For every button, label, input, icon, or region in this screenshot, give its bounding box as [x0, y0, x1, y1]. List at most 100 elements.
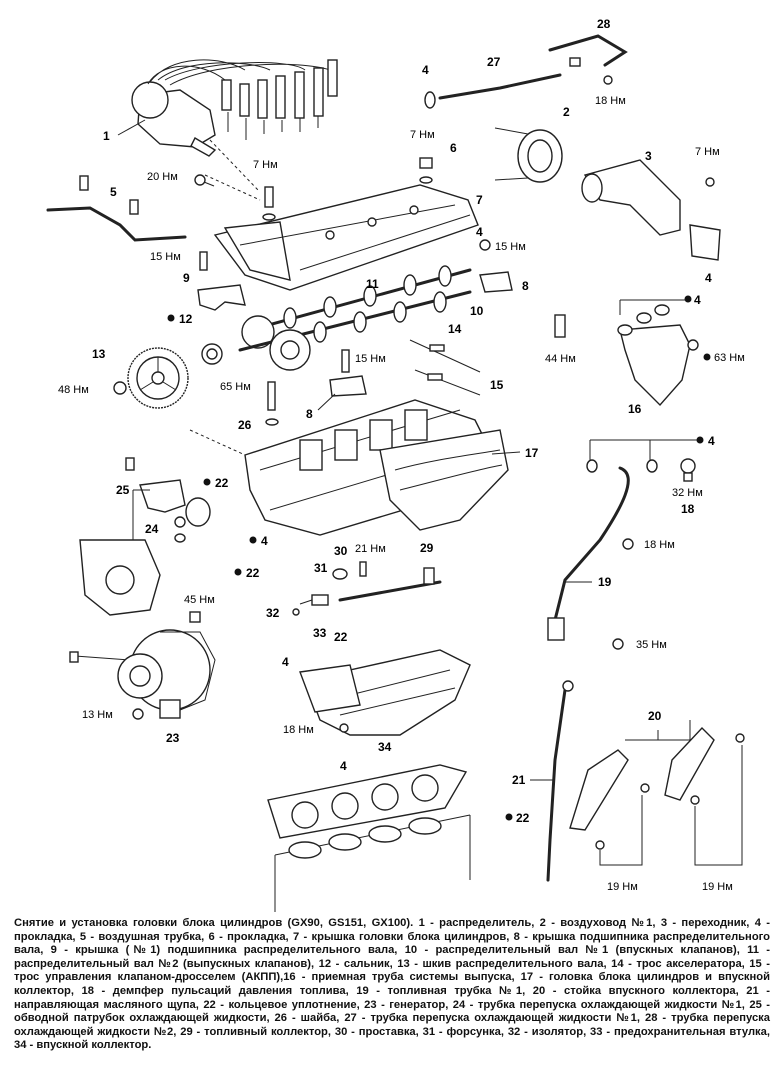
label-16: 16 — [628, 402, 642, 416]
bolt-7nm-a — [262, 186, 276, 221]
label-4-cover: 4 — [476, 225, 483, 239]
air-duct — [494, 127, 563, 183]
label-14: 14 — [448, 322, 462, 336]
torque-15nm-b: 15 Нм — [150, 251, 181, 263]
throttle-valve-cable — [414, 369, 481, 396]
camshaft-2 — [241, 265, 472, 349]
torque-48nm: 48 Нм — [58, 384, 89, 396]
bolt-65nm — [265, 381, 279, 426]
fuel-rail — [338, 567, 442, 602]
label-27: 27 — [487, 55, 501, 69]
bolt-top-25 — [125, 457, 135, 471]
marker-22-d — [505, 813, 513, 821]
cylinder-block — [274, 814, 471, 912]
label-32: 32 — [266, 606, 280, 620]
label-3: 3 — [645, 149, 652, 163]
camshaft-bearing-cap-9 — [197, 284, 246, 311]
intake-manifold — [299, 649, 471, 736]
torque-7nm-c: 7 Нм — [695, 146, 720, 158]
label-8-bottom: 8 — [306, 407, 313, 421]
label-4-manifold: 4 — [282, 655, 289, 669]
bolt-18nm-b — [622, 538, 634, 550]
label-12: 12 — [179, 312, 193, 326]
label-8-top: 8 — [522, 279, 529, 293]
fuel-pressure-damper — [680, 458, 696, 482]
label-6: 6 — [450, 141, 457, 155]
marker-22-a — [203, 478, 211, 486]
gasket-4-adapter — [689, 224, 721, 261]
torque-20nm: 20 Нм — [147, 171, 178, 183]
camshaft-bearing-cap-8a — [479, 271, 513, 293]
label-22-c: 22 — [334, 630, 348, 644]
label-17: 17 — [525, 446, 539, 460]
marker-63nm — [703, 353, 711, 361]
bolt-45nm — [189, 611, 201, 623]
label-19: 19 — [598, 575, 612, 589]
label-22-d: 22 — [516, 811, 530, 825]
label-13: 13 — [92, 347, 106, 361]
adapter-3 — [581, 159, 681, 236]
figure-caption: Снятие и установка головки блока цилиндр… — [14, 917, 770, 1052]
label-2: 2 — [563, 105, 570, 119]
distributor — [131, 59, 338, 157]
label-22-b: 22 — [246, 566, 260, 580]
marker-4-bypass — [249, 536, 257, 544]
marker-4-fuel — [696, 436, 704, 444]
intake-manifold-stay-b — [664, 726, 715, 801]
torque-45nm: 45 Нм — [184, 594, 215, 606]
marker-22-b — [234, 568, 242, 576]
bypass-tube-24 — [174, 497, 211, 543]
label-18: 18 — [681, 502, 695, 516]
label-29: 29 — [420, 541, 434, 555]
bolt-13nm — [132, 708, 144, 720]
nut-63nm — [687, 339, 699, 351]
bolt-48nm — [113, 381, 127, 395]
camshaft-bearing-cap-8b — [329, 375, 367, 397]
torque-18nm-b: 18 Нм — [644, 539, 675, 551]
label-23: 23 — [166, 731, 180, 745]
bolt-15nm-b — [199, 251, 208, 271]
label-24: 24 — [145, 522, 159, 536]
cylinder-head-cover — [213, 184, 479, 291]
bolt-20nm — [194, 174, 215, 187]
label-15: 15 — [490, 378, 504, 392]
label-33: 33 — [313, 626, 327, 640]
label-22-a: 22 — [215, 476, 229, 490]
label-10: 10 — [470, 304, 484, 318]
label-26: 26 — [238, 418, 252, 432]
torque-19nm-a: 19 Нм — [607, 881, 638, 893]
bolt-7nm-c — [705, 177, 715, 187]
spacer-30 — [332, 568, 348, 580]
label-5: 5 — [110, 185, 117, 199]
camshaft-pulley — [127, 347, 189, 409]
torque-35nm: 35 Нм — [636, 639, 667, 651]
bolt-18nm-c — [339, 723, 349, 733]
torque-15nm-c: 15 Нм — [355, 353, 386, 365]
bolt-44nm — [554, 314, 566, 338]
label-28: 28 — [597, 17, 611, 31]
camshaft-1 — [238, 290, 472, 371]
label-7: 7 — [476, 193, 483, 207]
marker-4-exhaust — [684, 295, 692, 303]
label-9: 9 — [183, 271, 190, 285]
oil-dipstick-guide — [546, 680, 574, 882]
label-4-gasket: 4 — [340, 759, 347, 773]
coolant-bypass-outlet — [79, 479, 186, 616]
accelerator-cable — [409, 339, 481, 373]
torque-32nm: 32 Нм — [672, 487, 703, 499]
exploded-view-diagram: 1 20 Нм 5 7 7 Нм 7 Нм 6 4 15 Нм 15 Нм 9 … — [46, 17, 745, 912]
stay-bolts — [595, 733, 745, 850]
torque-21nm: 21 Нм — [355, 543, 386, 555]
bolt-35nm — [612, 638, 624, 650]
bolt-15nm-c — [341, 349, 350, 373]
intake-manifold-stay-a — [569, 749, 629, 831]
label-20: 20 — [648, 709, 662, 723]
cylinder-head-gasket — [267, 764, 468, 839]
label-1: 1 — [103, 129, 110, 143]
torque-65nm: 65 Нм — [220, 381, 251, 393]
bolt-18nm-a — [603, 75, 613, 85]
marker-12 — [167, 314, 175, 322]
cylinder-head — [244, 399, 509, 536]
torque-15nm-a: 15 Нм — [495, 241, 526, 253]
bolt-21nm — [359, 561, 367, 577]
